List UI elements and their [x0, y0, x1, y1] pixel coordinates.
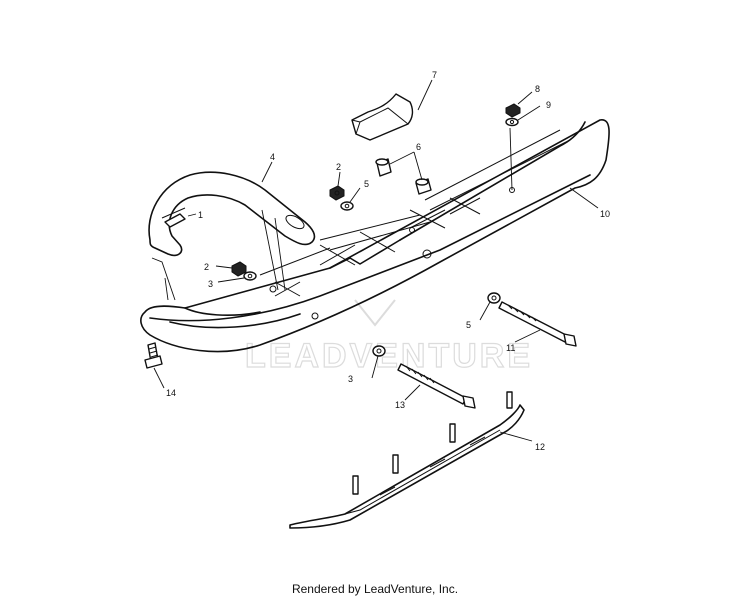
callout-8: 8 [535, 84, 540, 94]
callout-6: 6 [416, 142, 421, 152]
top-right-nut-washer [505, 103, 521, 127]
callout-labels: 1 2 2 3 3 4 5 5 6 7 8 9 10 11 12 13 14 [166, 70, 610, 452]
part-12-wear-bar [289, 391, 525, 529]
part-1-fastener [164, 213, 186, 228]
callout-7: 7 [432, 70, 437, 80]
left-nut-washer [231, 261, 257, 281]
footer-credit: Rendered by LeadVenture, Inc. [291, 582, 459, 596]
callout-9: 9 [546, 100, 551, 110]
callout-3-lower: 3 [348, 374, 353, 384]
part-3-washer [372, 345, 386, 357]
part-11-bolt [498, 301, 577, 347]
ski-body [140, 119, 610, 353]
callout-4: 4 [270, 152, 275, 162]
callout-14: 14 [166, 388, 176, 398]
callout-5-lower: 5 [466, 320, 471, 330]
callout-5-upper: 5 [364, 179, 369, 189]
ski-handle [148, 171, 316, 257]
callout-2-left: 2 [204, 262, 209, 272]
part-7-saddle [351, 93, 414, 141]
callout-2-upper: 2 [336, 162, 341, 172]
part-5-washer [487, 292, 501, 304]
watermark: LEADVENTURE [244, 299, 533, 376]
part-13-bolt [397, 363, 476, 409]
watermark-text: LEADVENTURE [245, 337, 533, 375]
callout-10: 10 [600, 209, 610, 219]
callout-12: 12 [535, 442, 545, 452]
callout-1: 1 [198, 210, 203, 220]
callout-3-left: 3 [208, 279, 213, 289]
callout-13: 13 [395, 400, 405, 410]
part-6-bushings [375, 158, 432, 195]
part-14-bolt [144, 342, 163, 369]
callout-11: 11 [506, 343, 515, 353]
leader-lines [151, 79, 599, 442]
upper-nut-washer [329, 185, 354, 211]
